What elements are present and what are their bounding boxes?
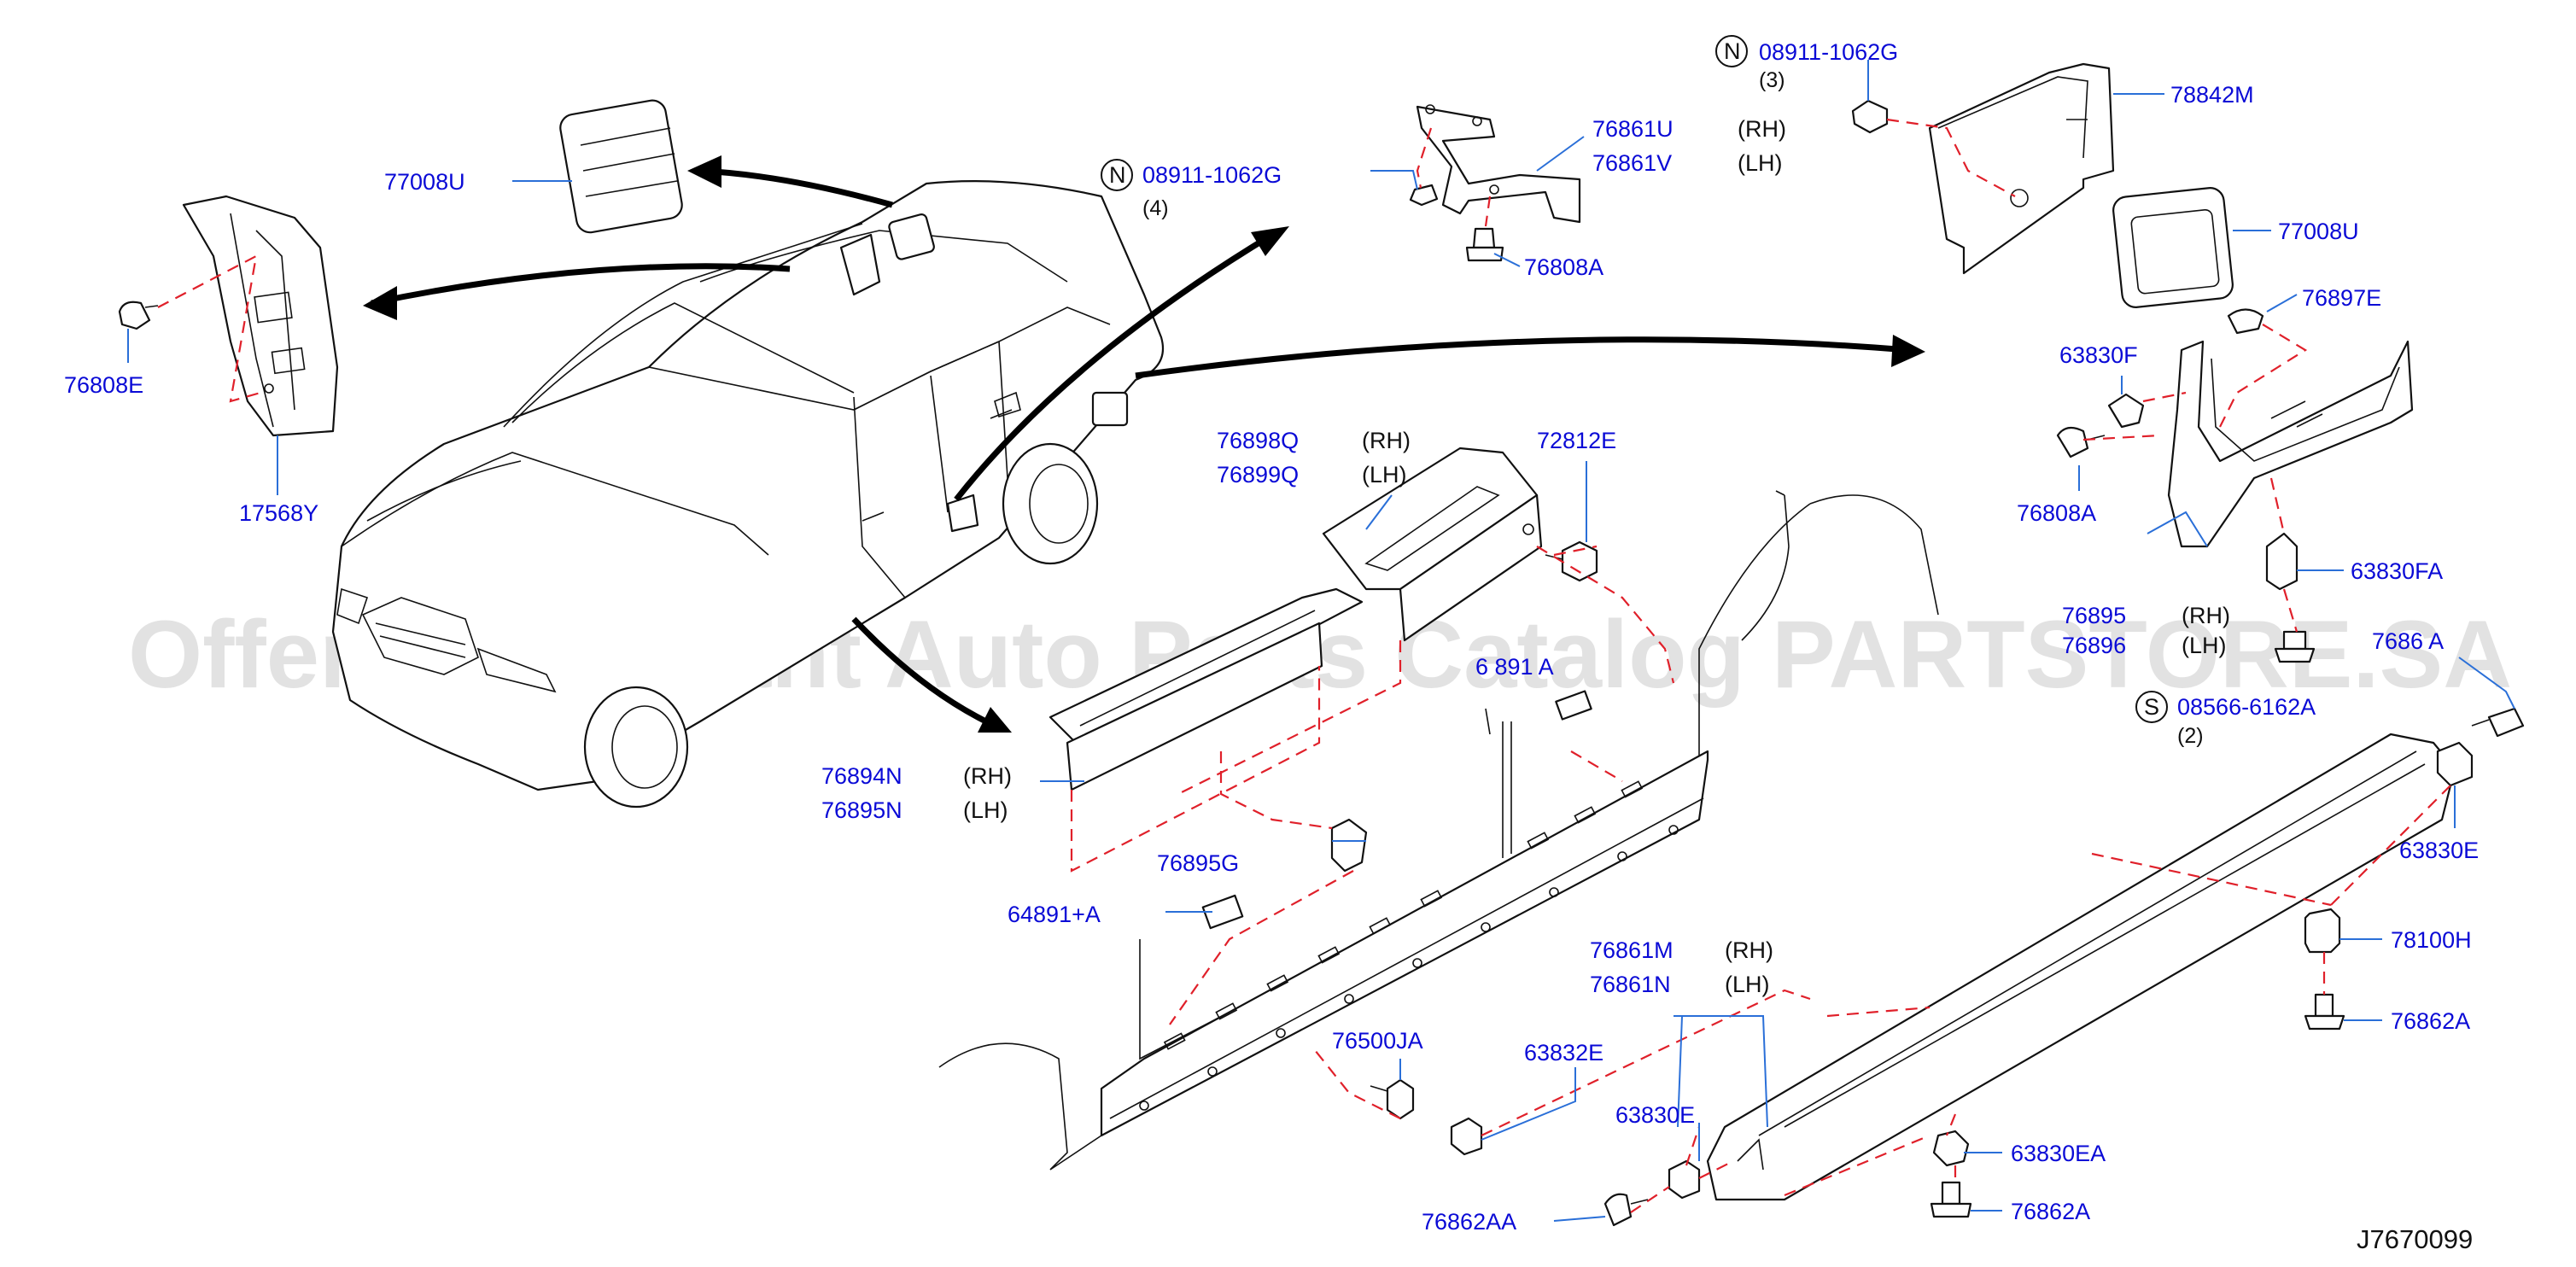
sill-slots [1163,780,1644,1050]
label-63830E-right[interactable]: 63830E [2399,838,2479,863]
label-76862A-mid[interactable]: 76862A [2391,1008,2470,1034]
label-08566-6162A[interactable]: 08566-6162A [2177,694,2316,720]
label-76898Q[interactable]: 76898Q [1217,428,1299,453]
label-76861M[interactable]: 76861M [1590,937,1674,963]
tape-64891A-drawing [1201,894,1244,930]
part-77008U-left-drawing [559,99,683,234]
label-76895N[interactable]: 76895N [821,797,902,823]
label-72812E[interactable]: 72812E [1537,428,1616,453]
screw-7686A-drawing [2274,630,2316,663]
screw-76500JA-drawing [1370,1078,1415,1120]
label-76895-partial[interactable]: 76895 [2062,603,2126,628]
label-63830F[interactable]: 63830F [2059,342,2138,368]
label-76899Q[interactable]: 76899Q [1217,462,1299,488]
label-63830E-bottom[interactable]: 63830E [1615,1102,1695,1128]
label-76500JA[interactable]: 76500JA [1332,1028,1423,1054]
clip-63830FA-drawing [2265,532,2299,591]
car-illustration [331,180,1165,809]
clip-72812E-drawing [1545,540,1598,582]
clip-76897E-drawing [2227,308,2264,335]
label-78100H[interactable]: 78100H [2391,927,2472,953]
sill-holes [1139,825,1679,1111]
side-76861V: (LH) [1738,150,1783,176]
clip-63830F-drawing [2107,393,2145,429]
body-side-panel-drawing [938,490,1939,1171]
svg-text:S: S [2144,694,2159,720]
part-78842M-drawing [1928,62,2115,275]
side-76899Q: (LH) [1362,462,1407,488]
label-7686A-partial[interactable]: 7686 A [2372,628,2444,654]
clip-76895G-drawing [1330,818,1368,873]
screw-76808A-right-drawing [2056,426,2106,458]
label-17568Y[interactable]: 17568Y [239,500,318,526]
label-77008U-left[interactable]: 77008U [384,169,465,195]
side-76895-partial: (RH) [2182,603,2230,628]
label-76862AA[interactable]: 76862AA [1422,1209,1516,1235]
label-76861N[interactable]: 76861N [1590,972,1671,997]
diagram-reference-code: J7670099 [2357,1224,2473,1254]
nut-08911-right-drawing [1851,99,1889,134]
part-77008U-right-drawing [2112,187,2234,308]
part-17568Y-drawing [182,195,339,437]
side-76861U: (RH) [1738,116,1786,142]
screw-76862A-bottom-drawing [1930,1181,1972,1218]
side-76861N: (LH) [1725,972,1770,997]
label-76894N[interactable]: 76894N [821,763,902,789]
part-labels: 77008U 17568Y 76808E 08911-1062G (4) 768… [64,39,2479,1235]
nut-08911-center-drawing [1409,184,1439,207]
bracket-76861U-drawing [1416,104,1581,224]
label-63830FA[interactable]: 63830FA [2351,558,2443,584]
label-76897E[interactable]: 76897E [2302,285,2381,311]
label-64891A[interactable]: 64891+A [1008,902,1101,927]
label-76808A-top[interactable]: 76808A [1524,254,1603,280]
screw-76808A-top-drawing [1465,227,1504,262]
label-08911-1062G-center[interactable]: 08911-1062G [1142,162,1282,188]
badge-n-center: N [1101,159,1133,191]
sill-76894N-drawing [1049,587,1364,791]
label-76808E[interactable]: 76808E [64,372,143,398]
screw-08566-drawing [2471,707,2525,738]
qty-08566: (2) [2177,724,2204,748]
clip-78100H-drawing [2304,908,2341,954]
tape-6891A-drawing [1555,690,1592,721]
side-76896-partial: (LH) [2182,633,2227,658]
clip-63832E-drawing [1450,1117,1483,1156]
leader-lines [127,60,2515,1222]
clip-63830E-bottom-drawing [1668,1159,1701,1200]
label-76862A-bottom[interactable]: 76862A [2011,1199,2090,1224]
side-76894N: (RH) [963,763,1012,789]
qty-08911-center: (4) [1142,196,1169,220]
clip-63830E-right-drawing [2436,741,2474,787]
label-76896-partial[interactable]: 76896 [2062,633,2126,658]
side-76895N: (LH) [963,797,1008,823]
clip-76808E-drawing [118,301,159,330]
label-63832E[interactable]: 63832E [1524,1040,1603,1066]
kick-plate-76898Q-drawing [1322,447,1543,642]
svg-text:N: N [1109,162,1126,188]
label-63830EA[interactable]: 63830EA [2011,1141,2106,1166]
qty-08911-right: (3) [1759,68,1785,92]
badge-s-right: S [2135,691,2168,723]
label-08911-1062G-right[interactable]: 08911-1062G [1759,39,1898,65]
label-76895G[interactable]: 76895G [1157,850,1239,876]
label-78842M[interactable]: 78842M [2170,82,2254,108]
badge-n-right: N [1715,35,1748,67]
label-77008U-right[interactable]: 77008U [2278,219,2359,244]
label-76808A-right[interactable]: 76808A [2017,500,2096,526]
screw-76862AA-drawing [1603,1193,1649,1227]
side-76861M: (RH) [1725,937,1773,963]
label-76861V[interactable]: 76861V [1592,150,1672,176]
label-6891A-partial[interactable]: 6 891 A [1475,654,1554,680]
clip-63830EA-drawing [1932,1130,1970,1167]
liner-76895-drawing [2167,340,2414,548]
screw-76862A-mid-drawing [2304,993,2345,1031]
svg-text:N: N [1724,38,1741,64]
pointer-arrows [363,155,1925,733]
sill-cover-76861M-drawing [1706,733,2456,1201]
label-76861U[interactable]: 76861U [1592,116,1674,142]
side-76898Q: (RH) [1362,428,1411,453]
